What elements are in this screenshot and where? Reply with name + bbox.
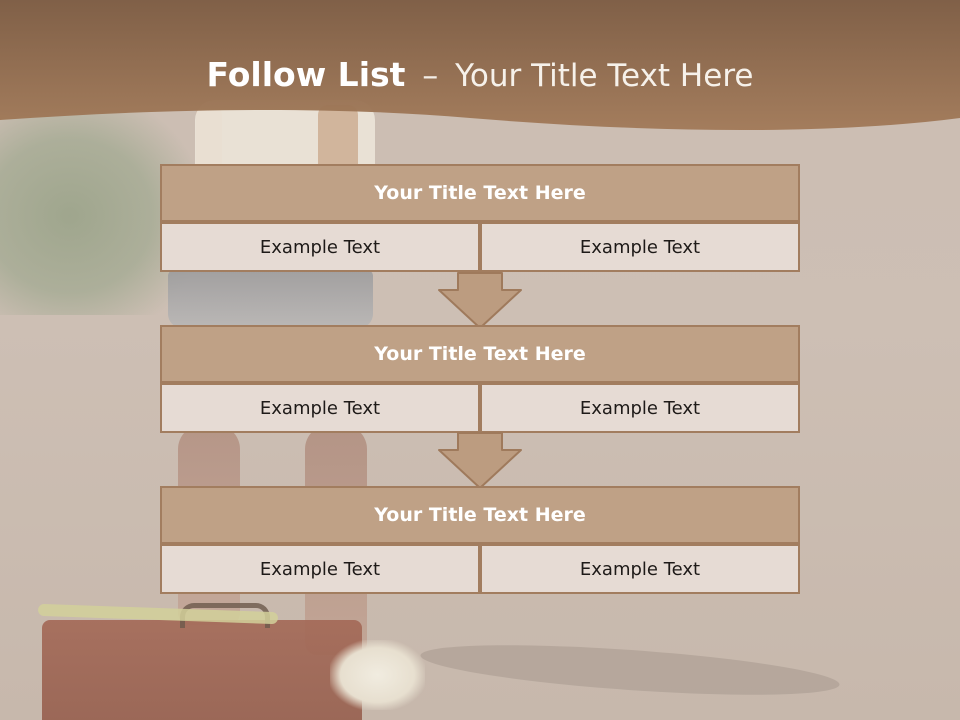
list-item-title: Your Title Text Here bbox=[160, 164, 800, 222]
list-item-title: Your Title Text Here bbox=[160, 486, 800, 544]
list-item-left-text: Example Text bbox=[160, 544, 480, 594]
title-rest: Your Title Text Here bbox=[455, 58, 754, 94]
down-arrow-icon bbox=[438, 432, 522, 489]
header-band: Follow List – Your Title Text Here bbox=[0, 0, 960, 140]
list-item-right-text: Example Text bbox=[480, 222, 800, 272]
list-item-right-text: Example Text bbox=[480, 544, 800, 594]
list-item-left-text: Example Text bbox=[160, 383, 480, 433]
title-separator: – bbox=[422, 56, 439, 94]
slide-title: Follow List – Your Title Text Here bbox=[0, 50, 960, 101]
list-item-title: Your Title Text Here bbox=[160, 325, 800, 383]
title-bold: Follow List bbox=[206, 55, 406, 94]
list-item: Your Title Text Here Example Text Exampl… bbox=[160, 164, 800, 272]
list-item: Your Title Text Here Example Text Exampl… bbox=[160, 486, 800, 594]
background-shorts bbox=[168, 270, 373, 328]
list-item-right-text: Example Text bbox=[480, 383, 800, 433]
background-suitcase bbox=[42, 620, 362, 720]
background-flower bbox=[330, 640, 425, 710]
down-arrow-icon bbox=[438, 272, 522, 329]
list-item-left-text: Example Text bbox=[160, 222, 480, 272]
background-hair bbox=[318, 105, 358, 175]
list-item: Your Title Text Here Example Text Exampl… bbox=[160, 325, 800, 433]
header-wave-shape bbox=[0, 0, 960, 131]
